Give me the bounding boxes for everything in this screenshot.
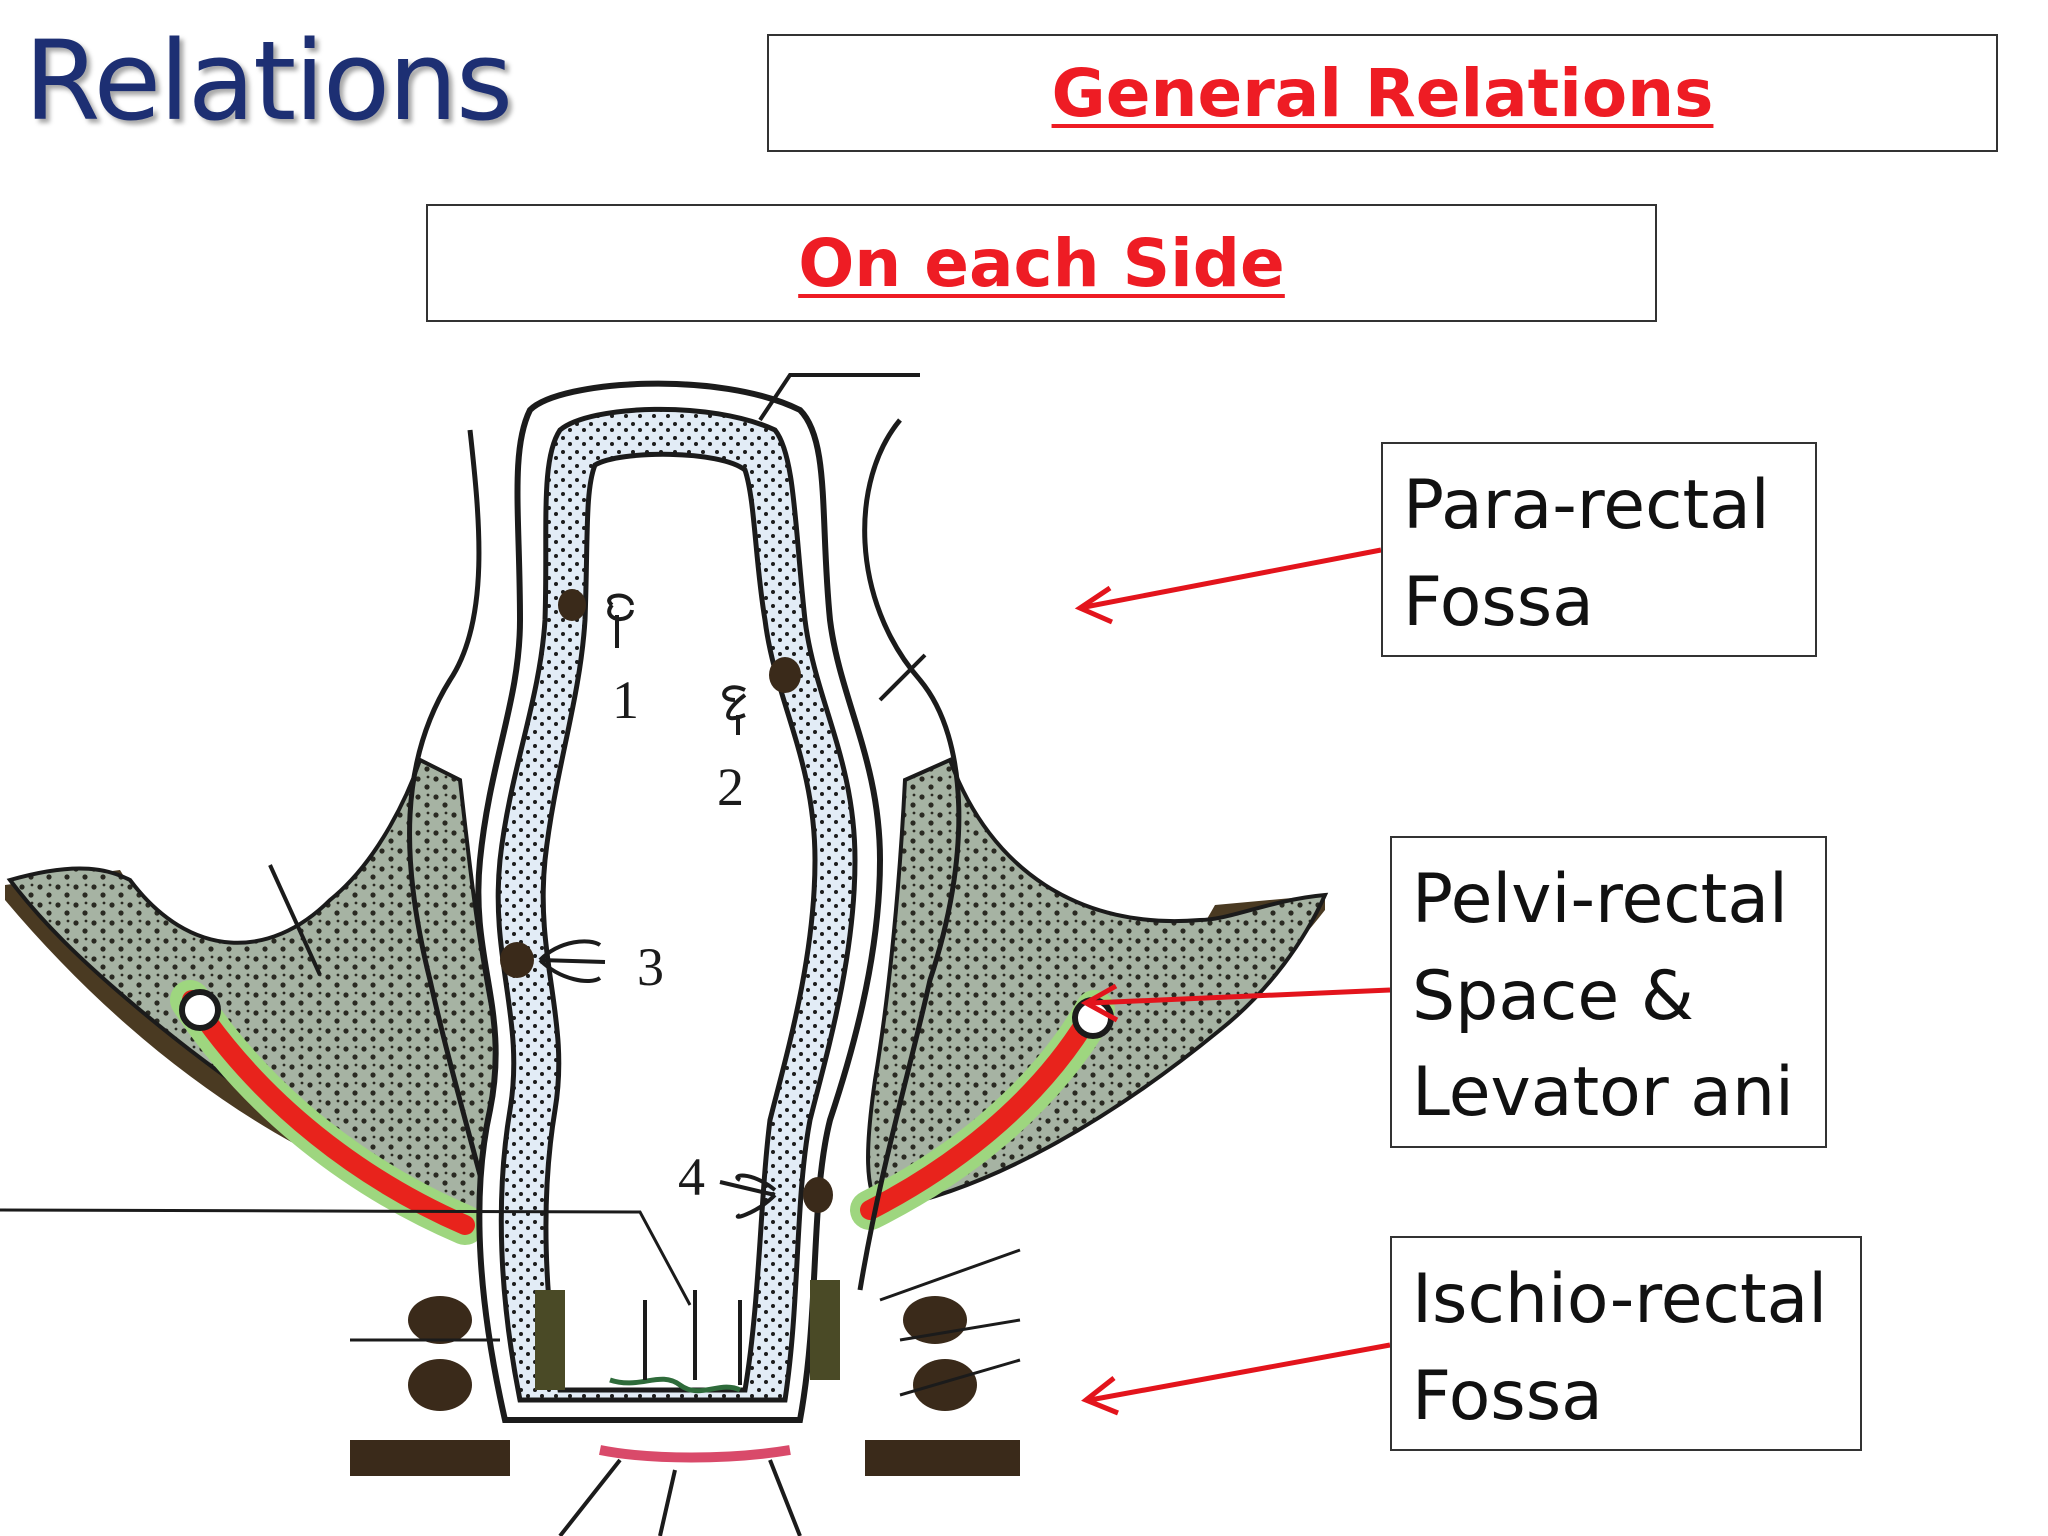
left-levator-area xyxy=(6,757,517,1223)
general-relations-box: General Relations xyxy=(767,34,1998,152)
int-sphincter-left xyxy=(535,1290,565,1390)
right-outer-line xyxy=(857,418,962,1291)
fold-4 xyxy=(803,1177,833,1213)
fold-2 xyxy=(769,657,801,693)
on-each-side-heading: On each Side xyxy=(798,224,1285,302)
hook-4 xyxy=(719,1173,777,1219)
leader-bottom-right xyxy=(879,1248,1021,1397)
sphincter-right-3 xyxy=(865,1440,1020,1476)
pelvirectal-space-label: Pelvi-rectal Space & Levator ani xyxy=(1390,836,1827,1148)
sphincter-left-3 xyxy=(350,1440,510,1476)
fold-3 xyxy=(500,942,534,978)
label-number-4: 4 xyxy=(678,1147,705,1207)
label-number-1: 1 xyxy=(612,670,639,730)
leader-right xyxy=(878,653,927,702)
sphincter-left-2 xyxy=(408,1359,472,1411)
anal-verge xyxy=(599,1445,791,1463)
general-relations-heading: General Relations xyxy=(1051,54,1714,132)
hook-2 xyxy=(722,685,747,735)
leader-left xyxy=(268,864,322,976)
hook-3 xyxy=(538,939,606,983)
rectal-lumen xyxy=(540,451,818,1393)
leader-top xyxy=(758,373,920,422)
int-sphincter-right xyxy=(810,1280,840,1380)
fold-1 xyxy=(558,589,586,621)
anal-rays xyxy=(558,1458,802,1536)
label-number-2: 2 xyxy=(717,757,744,817)
pectinate-line xyxy=(609,1376,742,1394)
left-levator-end xyxy=(179,989,221,1031)
ischiorectal-fossa-label: Ischio-rectal Fossa xyxy=(1390,1236,1862,1451)
arrow-pelvirectal xyxy=(1080,983,1391,1023)
right-levator-area xyxy=(866,757,1329,1213)
pararectal-line-1: Para-rectal xyxy=(1403,466,1770,545)
pararectal-line-2: Fossa xyxy=(1403,562,1594,642)
arrow-pararectal xyxy=(1074,547,1382,625)
ischiorectal-line-1: Ischio-rectal xyxy=(1412,1260,1828,1339)
hook-1 xyxy=(607,593,634,648)
left-levator-red xyxy=(182,990,475,1235)
left-outer-line xyxy=(407,429,513,1291)
pelvirectal-line-1: Pelvi-rectal xyxy=(1412,860,1788,939)
right-levator-red xyxy=(860,1000,1103,1220)
pararectal-fossa-label: Para-rectal Fossa xyxy=(1381,442,1817,657)
slide-title: Relations xyxy=(24,17,513,145)
sphincter-left-1 xyxy=(408,1296,472,1344)
pelvirectal-line-3: Levator ani xyxy=(1412,1053,1794,1133)
pelvirectal-line-2: Space & xyxy=(1412,956,1694,1036)
arrow-ischiorectal xyxy=(1081,1342,1391,1416)
leader-bottom-left xyxy=(0,1208,692,1306)
anal-columns xyxy=(643,1290,742,1385)
on-each-side-box: On each Side xyxy=(426,204,1657,322)
ischiorectal-line-2: Fossa xyxy=(1412,1356,1603,1436)
label-number-3: 3 xyxy=(637,937,664,997)
sphincter-right-2 xyxy=(913,1359,977,1411)
